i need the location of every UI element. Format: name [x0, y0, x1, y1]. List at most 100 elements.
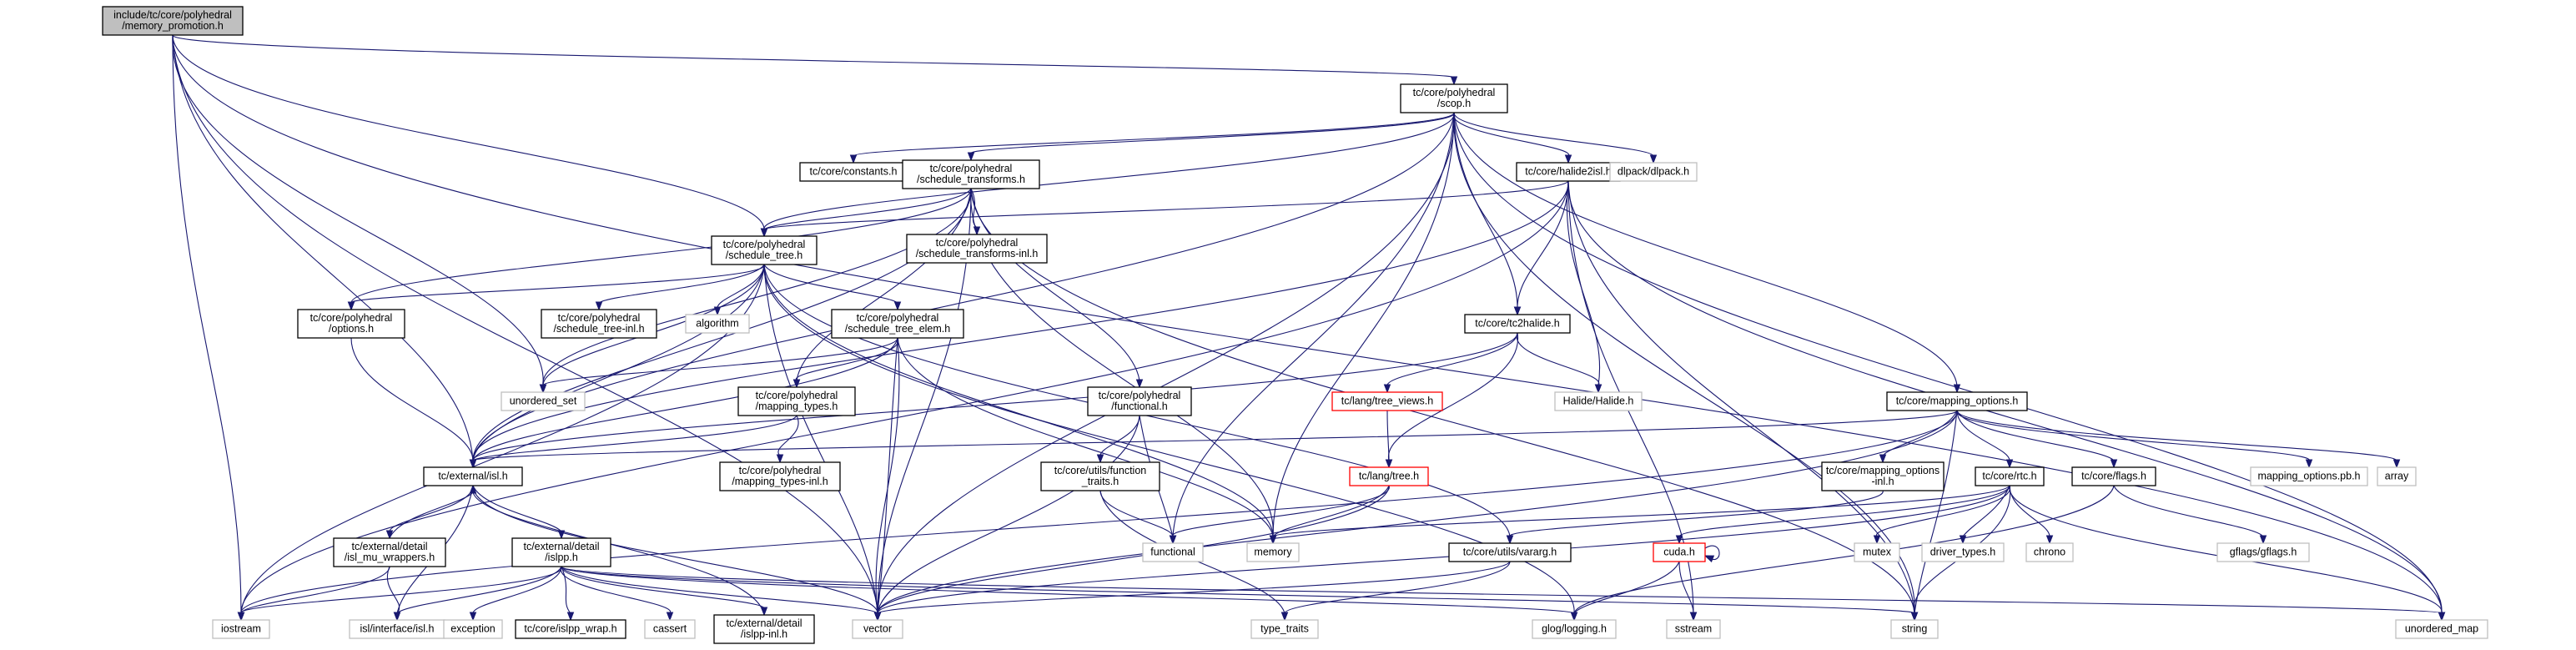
node-label: /islpp.h — [545, 552, 578, 563]
edge-line — [1386, 332, 1518, 386]
node-label: driver_types.h — [1930, 546, 1996, 557]
edge-arrowhead — [873, 612, 882, 622]
node-mapping_options_inl[interactable]: tc/core/mapping_options-inl.h — [1821, 461, 1945, 491]
node-memory_promotion[interactable]: include/tc/core/polyhedral/memory_promot… — [102, 6, 244, 36]
edge-line — [1956, 410, 2010, 461]
edge-isl_h-to-isl_mu_wrappers — [385, 485, 474, 540]
edge-cuda_h-to-cuda_h — [1703, 545, 1720, 562]
edge-line — [1573, 561, 1680, 614]
node-schedule_tree_elem[interactable]: tc/core/polyhedral/schedule_tree_elem.h — [831, 309, 964, 339]
node-cuda_h[interactable]: cuda.h — [1653, 542, 1706, 562]
node-exception: exception — [443, 619, 503, 639]
node-mapping_options_pb: mapping_options.pb.h — [2250, 466, 2368, 486]
node-label: tc/core/constants.h — [810, 165, 898, 177]
node-options[interactable]: tc/core/polyhedral/options.h — [297, 309, 405, 339]
node-label: tc/core/polyhedral — [739, 465, 822, 476]
node-label: chrono — [2034, 546, 2065, 557]
node-label: tc/core/polyhedral — [756, 390, 838, 401]
edge-line — [561, 566, 571, 614]
node-tc2halide[interactable]: tc/core/tc2halide.h — [1464, 314, 1571, 334]
edge-line — [763, 264, 898, 304]
edge-line — [2009, 485, 2050, 537]
edge-scop-to-halide2isl — [1453, 112, 1572, 164]
node-label: tc/external/detail — [351, 541, 427, 552]
node-mapping_options[interactable]: tc/core/mapping_options.h — [1886, 391, 2028, 411]
edge-line — [1099, 490, 1174, 537]
node-islpp_inl[interactable]: tc/external/detail/islpp-inl.h — [713, 614, 815, 644]
edge-line — [796, 337, 898, 381]
node-function_traits[interactable]: tc/core/utils/function_traits.h — [1040, 461, 1160, 491]
node-chrono: chrono — [2025, 542, 2074, 562]
node-schedule_tree_inl[interactable]: tc/core/polyhedral/schedule_tree-inl.h — [541, 309, 657, 339]
node-label: tc/core/polyhedral — [936, 237, 1019, 249]
node-rtc[interactable]: tc/core/rtc.h — [1975, 466, 2045, 486]
edge-function_traits-to-functional — [1099, 490, 1177, 545]
node-label: vector — [863, 622, 892, 634]
edge-arrowhead — [2045, 535, 2054, 545]
edge-cuda_h-to-glog — [1570, 561, 1680, 622]
edge-line — [1272, 485, 1390, 537]
node-tree_h[interactable]: tc/lang/tree.h — [1349, 466, 1429, 486]
node-schedule_tree[interactable]: tc/core/polyhedral/schedule_tree.h — [711, 235, 818, 265]
node-box — [1250, 619, 1319, 639]
node-box — [1854, 542, 1900, 562]
node-label: cuda.h — [1663, 546, 1695, 557]
edge-line — [853, 112, 1455, 157]
edge-scop-to-mapping_options — [1453, 112, 1961, 394]
edge-isl_h-to-islpp — [472, 485, 566, 540]
node-label: tc/core/mapping_options.h — [1896, 395, 2019, 406]
node-islpp_wrap[interactable]: tc/core/islpp_wrap.h — [515, 619, 626, 639]
edge-arrowhead — [539, 384, 547, 394]
edge-arrowhead — [2110, 459, 2118, 469]
node-vararg[interactable]: tc/core/utils/vararg.h — [1448, 542, 1572, 562]
node-scop[interactable]: tc/core/polyhedral/scop.h — [1400, 83, 1508, 113]
node-label: tc/core/utils/vararg.h — [1463, 546, 1557, 557]
node-gflags: gflags/gflags.h — [2216, 542, 2310, 562]
node-schedule_transforms_inl[interactable]: tc/core/polyhedral/schedule_transforms-i… — [906, 234, 1048, 264]
edge-memory_promotion-to-unordered_set — [172, 34, 547, 394]
edge-arrowhead — [2005, 459, 2014, 469]
node-flags[interactable]: tc/core/flags.h — [2071, 466, 2156, 486]
node-box — [423, 466, 523, 486]
edge-memory_promotion-to-scop — [172, 34, 1458, 86]
node-tree_views[interactable]: tc/lang/tree_views.h — [1331, 391, 1443, 411]
node-halide2isl[interactable]: tc/core/halide2isl.h — [1516, 162, 1621, 182]
node-box — [713, 614, 815, 644]
edge-scop-to-schedule_transforms — [967, 112, 1455, 162]
edge-schedule_tree-to-schedule_tree_inl — [595, 264, 765, 311]
node-isl_mu_wrappers[interactable]: tc/external/detail/isl_mu_wrappers.h — [333, 537, 446, 567]
edge-arrowhead — [1450, 76, 1458, 86]
node-functional_h[interactable]: tc/core/polyhedral/functional.h — [1087, 386, 1192, 416]
node-box — [719, 461, 841, 491]
edge-line — [1516, 332, 1600, 386]
edge-mapping_types-to-isl_h — [469, 415, 797, 469]
node-box — [852, 619, 903, 639]
edge-line — [561, 566, 1915, 614]
node-isl_h[interactable]: tc/external/isl.h — [423, 466, 523, 486]
edge-arrowhead — [1269, 535, 1277, 545]
edge-mapping_options_inl-to-vararg — [1506, 490, 1884, 545]
edge-schedule_tree_elem-to-unordered_set — [539, 337, 898, 394]
node-box — [443, 619, 503, 639]
node-islpp[interactable]: tc/external/detail/islpp.h — [511, 537, 611, 567]
node-box — [906, 234, 1048, 264]
edge-line — [561, 566, 765, 609]
node-mapping_types[interactable]: tc/core/polyhedral/mapping_types.h — [737, 386, 856, 416]
edge-line — [396, 566, 562, 614]
node-constants[interactable]: tc/core/constants.h — [799, 162, 908, 182]
edge-islpp-to-string — [561, 566, 1919, 622]
node-label: glog/logging.h — [1542, 622, 1607, 634]
edge-line — [970, 112, 1455, 154]
edge-line — [877, 112, 1455, 614]
node-type_traits: type_traits — [1250, 619, 1319, 639]
node-label: tc/core/halide2isl.h — [1525, 165, 1612, 177]
node-label: tc/core/polyhedral — [1099, 390, 1181, 401]
edge-line — [561, 566, 878, 614]
edge-arrowhead — [566, 612, 575, 622]
edge-arrowhead — [469, 459, 477, 469]
edge-line — [1567, 180, 2443, 614]
edge-arrowhead — [1506, 535, 1514, 545]
node-mapping_types_inl[interactable]: tc/core/polyhedral/mapping_types-inl.h — [719, 461, 841, 491]
edge-arrowhead — [967, 152, 975, 162]
node-schedule_transforms[interactable]: tc/core/polyhedral/schedule_transforms.h — [902, 159, 1040, 189]
